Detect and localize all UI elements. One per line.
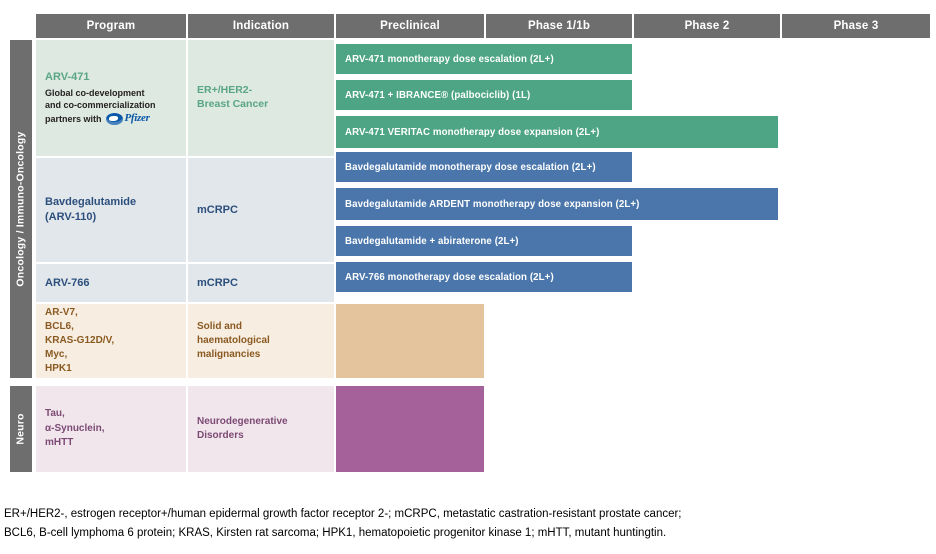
pfizer-logo: Pfizer [105,111,150,126]
program-note-line-3: partners with [45,113,102,124]
area-spine-oncology: Oncology / Immuno-Oncology [10,40,32,378]
row-neuro-indication-text: Neurodegenerative Disorders [188,386,334,472]
row-neuro-indication-cell [188,386,334,472]
program-note-line-1: Global co-development [45,88,145,99]
indication-neuro-line-2: Disorders [197,430,244,441]
column-header-phase-2: Phase 2 [634,14,780,38]
indication-line-1: ER+/HER2- [197,84,253,97]
program-neuro-line-1: Tau, [45,408,65,420]
column-header-indication: Indication [188,14,334,38]
phase-bar-arv471-ibrance[interactable]: ARV-471 + IBRANCE® (palbociclib) (1L) [336,80,632,110]
row-bav-indication-text: mCRPC [188,158,334,262]
program-target-line-1: AR-V7, [45,306,78,318]
footnote-line-1: ER+/HER2-, estrogen receptor+/human epid… [4,508,682,520]
row-arv766-indication-cell [188,264,334,302]
row-preclin-program-cell [36,304,186,378]
program-note-arv471: Global co-development and co-commerciali… [45,87,177,126]
phase-bar-arv471-mono-escalation[interactable]: ARV-471 monotherapy dose escalation (2L+… [336,44,632,74]
area-spine-neuro-label: Neuro [15,413,27,445]
program-target-line-3: KRAS-G12D/V, [45,334,115,346]
phase-bar-preclin-targets[interactable] [336,304,484,378]
program-target-line-4: Myc, [45,349,68,361]
phase-bar-bav-mono-escalation[interactable]: Bavdegalutamide monotherapy dose escalat… [336,152,632,182]
row-arv766-program-cell [36,264,186,302]
row-preclin-indication-cell [188,304,334,378]
area-spine-oncology-label: Oncology / Immuno-Oncology [15,131,27,287]
program-note-line-2: and co-commercialization [45,100,156,111]
indication-preclin-line-2: haematological [197,334,270,346]
pfizer-oval-icon [105,112,123,125]
column-header-preclinical: Preclinical [336,14,484,38]
program-name-bav-line-2: (ARV-110) [45,211,97,223]
row-arv471-program-text: ARV-471 Global co-development and co-com… [36,40,186,156]
indication-preclin-line-1: Solid and [197,320,242,332]
row-preclin-program-text: AR-V7, BCL6, KRAS-G12D/V, Myc, HPK1 [36,304,186,378]
footnote-line-2: BCL6, B-cell lymphoma 6 protein; KRAS, K… [4,527,667,539]
pfizer-wordmark: Pfizer [124,112,150,125]
row-neuro-program-cell [36,386,186,472]
row-arv471-program-cell [36,40,186,156]
row-arv766-program-text: ARV-766 [36,264,186,302]
area-spine-neuro: Neuro [10,386,32,472]
program-neuro-line-3: mHTT [45,437,74,449]
phase-bar-bav-abiraterone[interactable]: Bavdegalutamide + abiraterone (2L+) [336,226,632,256]
phase-bar-arv766-mono-escalation[interactable]: ARV-766 monotherapy dose escalation (2L+… [336,262,632,292]
program-target-line-2: BCL6, [45,320,74,332]
program-target-line-5: HPK1 [45,363,72,375]
program-name-bav-line-1: Bavdegalutamide [45,196,137,209]
phase-bar-bav-ardent[interactable]: Bavdegalutamide ARDENT monotherapy dose … [336,188,778,220]
indication-neuro-line-1: Neurodegenerative [197,415,288,427]
row-bav-program-text: Bavdegalutamide (ARV-110) [36,158,186,262]
row-preclin-indication-text: Solid and haematological malignancies [188,304,334,378]
column-header-phase-1: Phase 1/1b [486,14,632,38]
phase-bar-neuro-targets[interactable] [336,386,484,472]
program-neuro-line-2: α-Synuclein, [45,422,105,434]
row-neuro-program-text: Tau, α-Synuclein, mHTT [36,386,186,472]
row-arv766-indication-text: mCRPC [188,264,334,302]
program-name-arv766: ARV-766 [45,276,90,289]
indication-preclin-line-3: malignancies [197,349,261,361]
indication-line-2: Breast Cancer [197,98,269,110]
indication-arv766: mCRPC [197,276,238,289]
column-header-phase-3: Phase 3 [782,14,930,38]
program-note-line-3-wrap: partners with Pfizer [45,111,177,126]
program-name-arv471: ARV-471 [45,70,90,83]
row-arv471-indication-text: ER+/HER2- Breast Cancer [188,40,334,156]
row-bav-indication-cell [188,158,334,262]
row-bav-program-cell [36,158,186,262]
column-header-program: Program [36,14,186,38]
phase-bar-arv471-veritac[interactable]: ARV-471 VERITAC monotherapy dose expansi… [336,116,778,148]
indication-bav: mCRPC [197,203,238,216]
row-arv471-indication-cell [188,40,334,156]
